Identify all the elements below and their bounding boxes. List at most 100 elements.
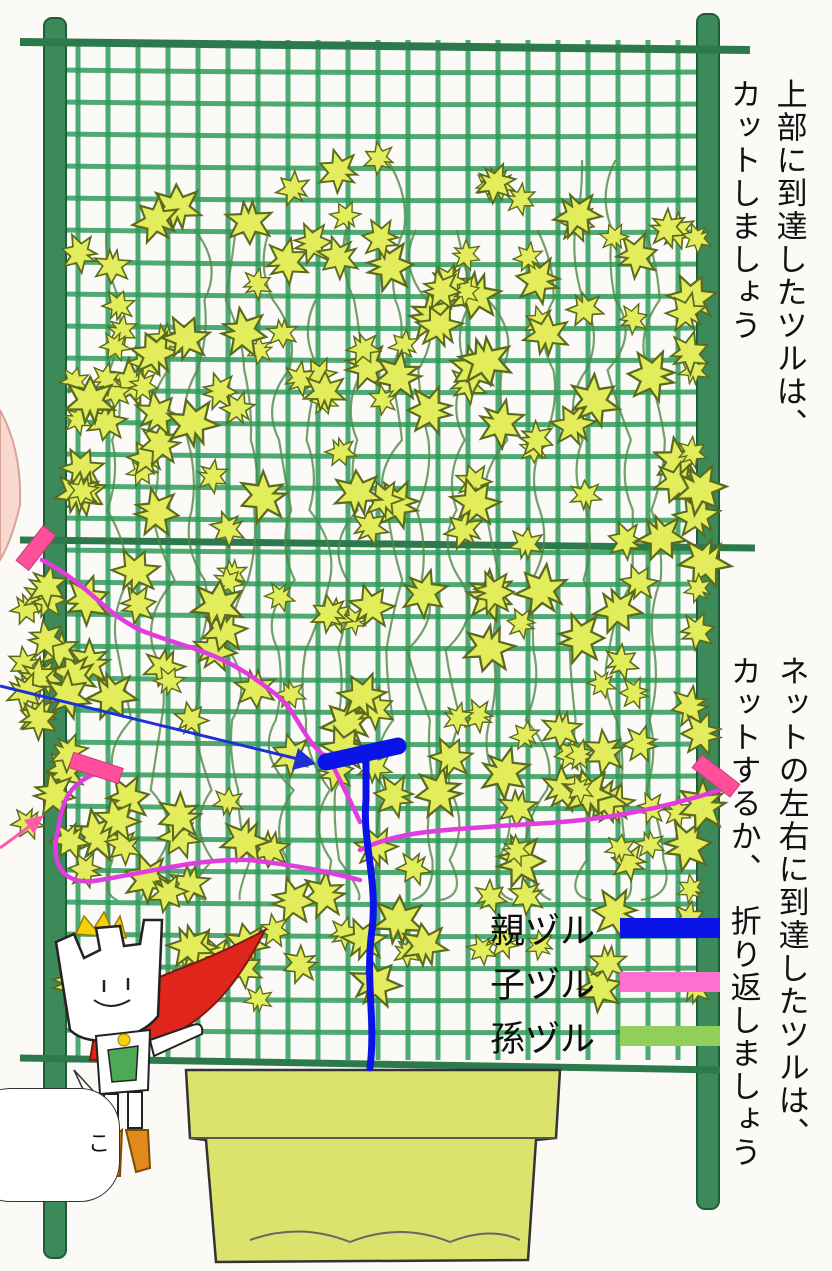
- leaf-icon: [146, 873, 191, 915]
- speech-bubble-text: こ: [88, 1132, 111, 1157]
- leaf-icon: [504, 181, 537, 218]
- leaf-icon: [369, 893, 427, 947]
- leaf-icon: [506, 526, 545, 562]
- leaf-icon: [62, 374, 118, 427]
- leaf-icon: [157, 789, 204, 843]
- net-horizontal-line: [59, 643, 701, 652]
- leaf-icon: [301, 369, 348, 414]
- leaf-icon: [511, 240, 544, 273]
- legend-row-child: 子ヅル: [490, 958, 720, 1006]
- legend-label-child: 子ヅル: [490, 965, 596, 1006]
- speech-bubble: [0, 1088, 120, 1202]
- side-note-line2: カットするか、: [724, 655, 761, 886]
- legend-swatch-child: [620, 972, 720, 992]
- leaf-icon: [677, 434, 709, 470]
- leaf-icon: [604, 641, 641, 682]
- top-note-line1: 上部に到達したツルは、: [770, 78, 807, 441]
- child-vine-pointer-arrow: [0, 815, 44, 850]
- top-note-line2: カットしましょう: [724, 78, 761, 342]
- leaf-icon: [90, 361, 123, 398]
- leaf-icon: [210, 786, 244, 818]
- leaf-icon: [524, 928, 555, 962]
- net-horizontal-line: [59, 291, 701, 300]
- leaf-icon: [99, 289, 137, 323]
- legend-swatch-grandchild: [620, 1026, 720, 1046]
- net-horizontal-line: [59, 323, 701, 332]
- leaf-icon: [207, 509, 246, 550]
- legend-label-parent: 親ヅル: [490, 911, 596, 952]
- leaf-icon: [118, 584, 158, 627]
- leaf-icon: [474, 161, 518, 206]
- planter: [184, 1068, 562, 1264]
- leaf-icon: [360, 218, 401, 262]
- vine-stem: [440, 229, 474, 902]
- leaf-icon: [668, 329, 711, 378]
- leaf-icon: [508, 719, 541, 751]
- leaf-icon: [218, 816, 273, 865]
- side-note-line1: ネットの左右に到達したツルは、: [772, 655, 809, 1150]
- leaf-icon: [317, 147, 360, 196]
- leaf-icon: [443, 700, 475, 736]
- leaf-icon: [461, 621, 519, 674]
- leaf-icon: [520, 310, 571, 358]
- leaf-icon: [682, 572, 713, 605]
- leaf-icon: [372, 773, 416, 820]
- leaf-icon: [322, 436, 358, 467]
- leaf-icon: [479, 744, 533, 803]
- leaf-icon: [265, 317, 299, 350]
- leaf-icon: [103, 774, 152, 826]
- leaf-icon: [678, 709, 724, 757]
- leaf-icon: [590, 887, 640, 940]
- leaf-icon: [679, 221, 713, 256]
- leaf-icon: [547, 401, 599, 447]
- leaf-icon: [92, 247, 134, 286]
- leaf-icon: [675, 536, 735, 590]
- leaf-icon: [196, 457, 230, 496]
- leaf-icon: [426, 736, 475, 780]
- leaf-icon: [540, 708, 585, 751]
- leaf-icon: [550, 191, 605, 241]
- leaf-icon: [563, 290, 606, 328]
- leaf-icon: [27, 563, 70, 611]
- leaf-icon: [669, 683, 711, 728]
- leaf-icon: [413, 302, 466, 349]
- leaf-icon: [517, 418, 555, 460]
- leaf-icon: [621, 723, 660, 764]
- leaf-icon: [496, 787, 540, 829]
- leaf-icon: [172, 700, 211, 737]
- leaf-icon: [647, 206, 687, 250]
- leaf-icon: [663, 290, 709, 333]
- leaf-icon: [506, 875, 545, 918]
- leaf-icon: [672, 463, 730, 519]
- leaf-icon: [632, 829, 666, 860]
- leaf-icon: [386, 327, 421, 362]
- leaf-icon: [335, 671, 390, 720]
- parent-vine-pointer-arrow: [0, 684, 316, 770]
- leaf-icon: [564, 737, 596, 771]
- leaf-icon: [222, 198, 275, 247]
- leaf-icon: [83, 670, 141, 722]
- leaf-icon: [327, 200, 363, 232]
- leaf-icon: [413, 763, 466, 820]
- leaf-icon: [25, 617, 66, 661]
- leaf-icon: [273, 168, 311, 208]
- leaf-icon: [474, 877, 510, 916]
- leaf-icon: [603, 833, 636, 865]
- castle-mascot-icon: [54, 910, 268, 1177]
- leaf-icon: [597, 222, 631, 252]
- leaf-icon: [401, 567, 451, 621]
- leaf-icon: [455, 333, 514, 388]
- leaf-icon: [97, 331, 133, 363]
- leaf-icon: [464, 933, 498, 967]
- leaf-icon: [66, 474, 101, 507]
- leaf-icon: [677, 611, 716, 653]
- leaf-icon: [212, 564, 246, 598]
- net-horizontal-line: [59, 67, 701, 76]
- leaf-icon: [92, 795, 143, 843]
- leaf-icon: [127, 368, 159, 403]
- net-horizontal-line: [59, 131, 701, 140]
- leaf-icon: [332, 468, 385, 518]
- leaf-icon: [241, 266, 273, 302]
- leaf-icon: [309, 592, 348, 636]
